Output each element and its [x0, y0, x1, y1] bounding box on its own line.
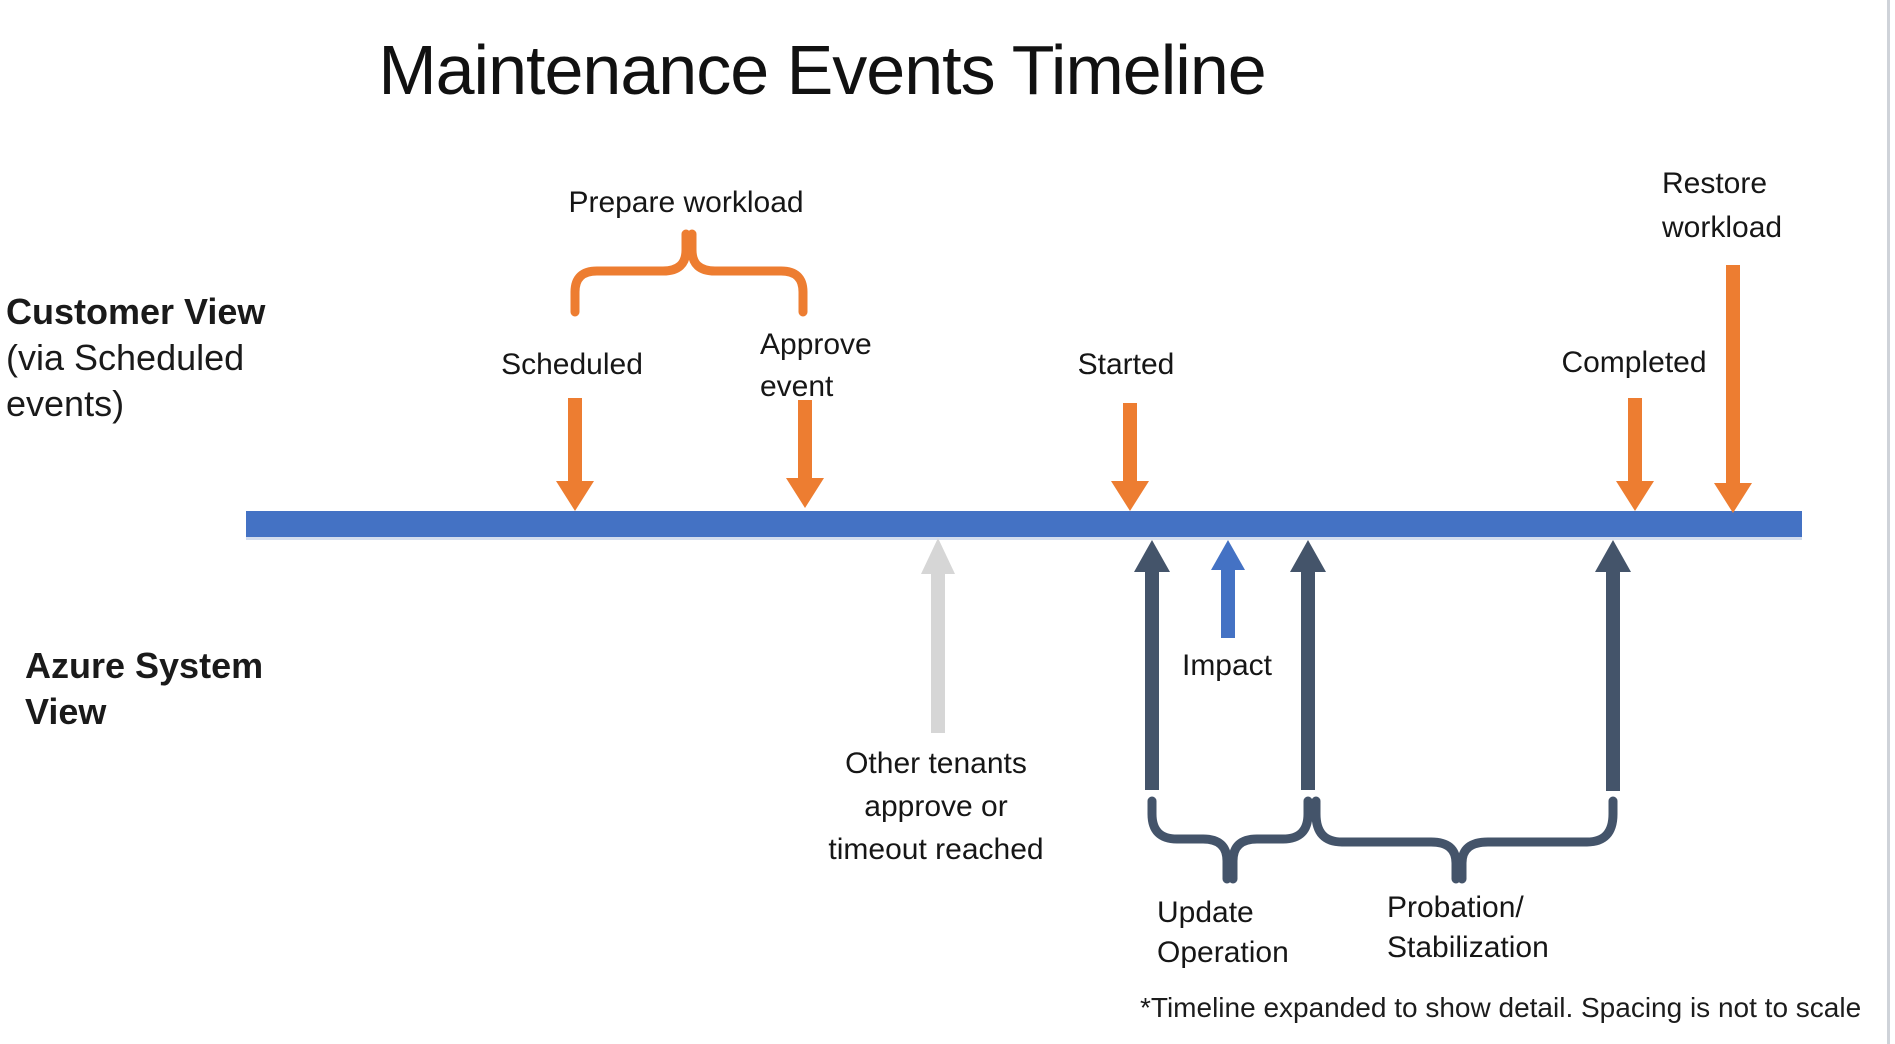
scheduled-arrow-icon	[556, 398, 594, 511]
prepare-workload-brace-icon	[570, 229, 808, 317]
started-arrow-icon	[1111, 403, 1149, 511]
impact-label: Impact	[1181, 649, 1273, 682]
other-tenants-line-1: Other tenants	[845, 747, 1027, 780]
update-operation-line-1: Update	[1157, 896, 1254, 929]
probation-end-arrow-icon	[1595, 540, 1631, 791]
other-tenants-line-3: timeout reached	[828, 833, 1044, 866]
update-operation-brace-icon	[1147, 796, 1313, 884]
other-tenants-line-2: approve or	[864, 790, 1008, 823]
page-title: Maintenance Events Timeline	[378, 31, 1266, 109]
restore-workload-line-1: Restore	[1662, 167, 1768, 200]
update-operation-start-arrow-icon	[1134, 540, 1170, 790]
restore-workload-line-2: workload	[1662, 211, 1783, 244]
probation-brace-icon	[1311, 796, 1618, 884]
azure-view-line-2: View	[25, 691, 107, 732]
azure-system-view-lane-label: Azure System View	[25, 643, 263, 735]
footnote: *Timeline expanded to show detail. Spaci…	[1140, 992, 1862, 1023]
customer-view-subline-2: events)	[6, 383, 125, 424]
probation-stabilization-label: Probation/ Stabilization	[1387, 888, 1549, 968]
azure-view-line-1: Azure System	[25, 645, 264, 686]
restore-workload-label: Restore workload	[1662, 162, 1782, 250]
other-tenants-arrow-icon	[921, 538, 955, 733]
timeline-bar	[246, 511, 1802, 537]
completed-arrow-icon	[1616, 398, 1654, 511]
update-operation-end-arrow-icon	[1290, 540, 1326, 790]
other-tenants-label: Other tenants approve or timeout reached	[828, 742, 1043, 871]
scheduled-label: Scheduled	[501, 348, 643, 381]
completed-label: Completed	[1561, 346, 1707, 379]
update-operation-line-2: Operation	[1157, 936, 1289, 969]
probation-line-1: Probation/	[1387, 891, 1524, 924]
customer-view-heading: Customer View	[6, 291, 266, 332]
approve-event-label: Approve event	[760, 324, 872, 408]
started-label: Started	[1077, 348, 1175, 381]
slide-edge-line	[1887, 0, 1890, 1044]
approve-event-arrow-icon	[786, 400, 824, 508]
restore-workload-arrow-icon	[1714, 265, 1752, 513]
probation-line-2: Stabilization	[1387, 931, 1549, 964]
update-operation-label: Update Operation	[1157, 893, 1289, 973]
approve-event-line-1: Approve	[760, 328, 872, 361]
approve-event-line-2: event	[760, 370, 834, 403]
prepare-workload-label: Prepare workload	[568, 186, 804, 219]
customer-view-subline-1: (via Scheduled	[6, 337, 245, 378]
customer-view-lane-label: Customer View (via Scheduled events)	[6, 289, 265, 427]
impact-arrow-icon	[1211, 540, 1245, 638]
